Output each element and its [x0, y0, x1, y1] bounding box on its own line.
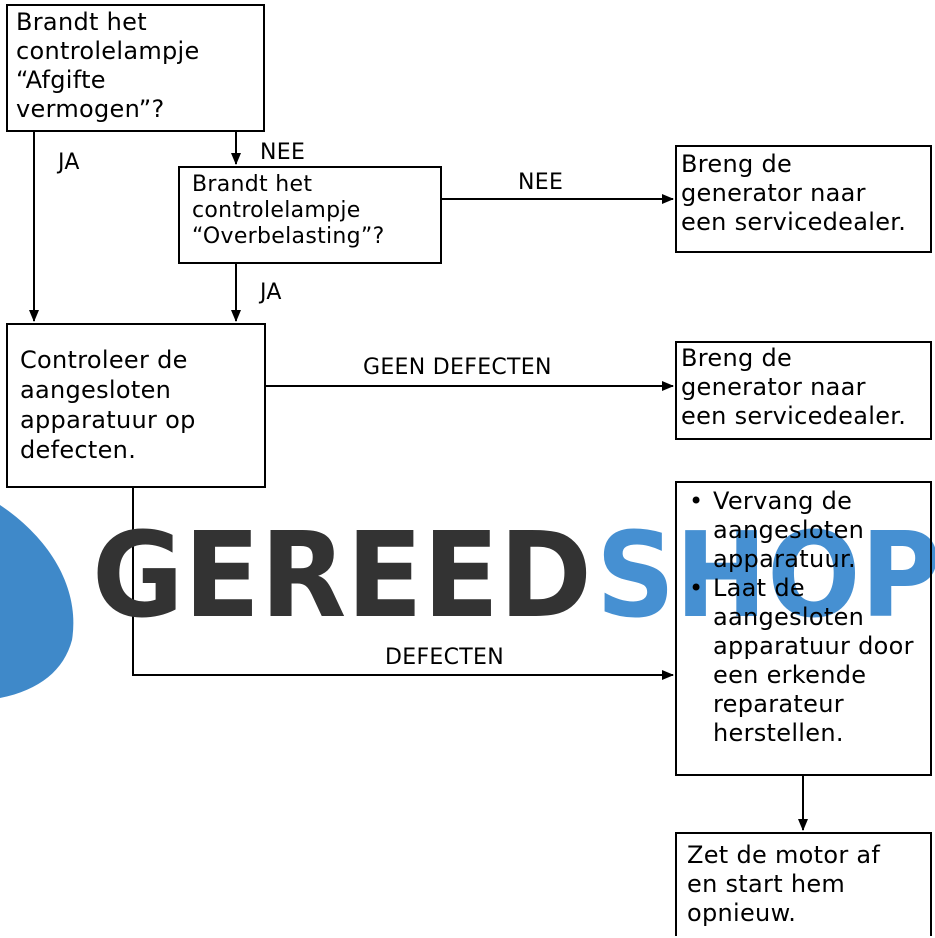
question-overload-lamp: Brandt het controlelampje “Overbelasting… — [178, 166, 442, 264]
label-nee-overload: NEE — [518, 170, 564, 195]
action-dealer-1-text: Breng de generator naar een servicedeale… — [681, 150, 907, 236]
label-ja-overload: JA — [260, 280, 282, 305]
replace-or-repair-list: • Vervang de aangesloten apparatuur. • Laa… — [689, 487, 926, 748]
action-restart-engine: Zet de motor af en start hem opnieuw. — [675, 832, 932, 936]
label-defecten: DEFECTEN — [385, 645, 504, 670]
action-check-devices-text: Controleer de aangesloten apparatuur op … — [20, 346, 196, 464]
question-output-lamp-text: Brandt het controlelampje “Afgifte vermo… — [16, 8, 200, 123]
list-item-replace: • Vervang de aangesloten apparatuur. — [689, 487, 926, 574]
question-output-lamp: Brandt het controlelampje “Afgifte vermo… — [6, 4, 265, 132]
list-item-repair: • Laat de aangesloten apparatuur door een… — [689, 574, 926, 748]
bullet-icon: • — [689, 487, 704, 515]
bullet-icon: • — [689, 574, 704, 602]
action-restart-engine-text: Zet de motor af en start hem opnieuw. — [687, 841, 881, 927]
action-dealer-2-text: Breng de generator naar een servicedeale… — [681, 344, 907, 430]
label-ja-output: JA — [58, 150, 80, 175]
action-dealer-2: Breng de generator naar een servicedeale… — [675, 341, 932, 440]
action-check-devices: Controleer de aangesloten apparatuur op … — [6, 323, 266, 488]
label-nee-output: NEE — [260, 140, 306, 165]
action-replace-or-repair: • Vervang de aangesloten apparatuur. • Laa… — [675, 481, 932, 776]
label-geen-defecten: GEEN DEFECTEN — [363, 355, 552, 380]
list-item-replace-text: Vervang de aangesloten apparatuur. — [713, 487, 865, 573]
list-item-repair-text: Laat de aangesloten apparatuur door een … — [713, 574, 914, 747]
question-overload-lamp-text: Brandt het controlelampje “Overbelasting… — [192, 172, 385, 249]
arrow-defecten — [132, 487, 674, 680]
action-dealer-1: Breng de generator naar een servicedeale… — [675, 145, 932, 253]
